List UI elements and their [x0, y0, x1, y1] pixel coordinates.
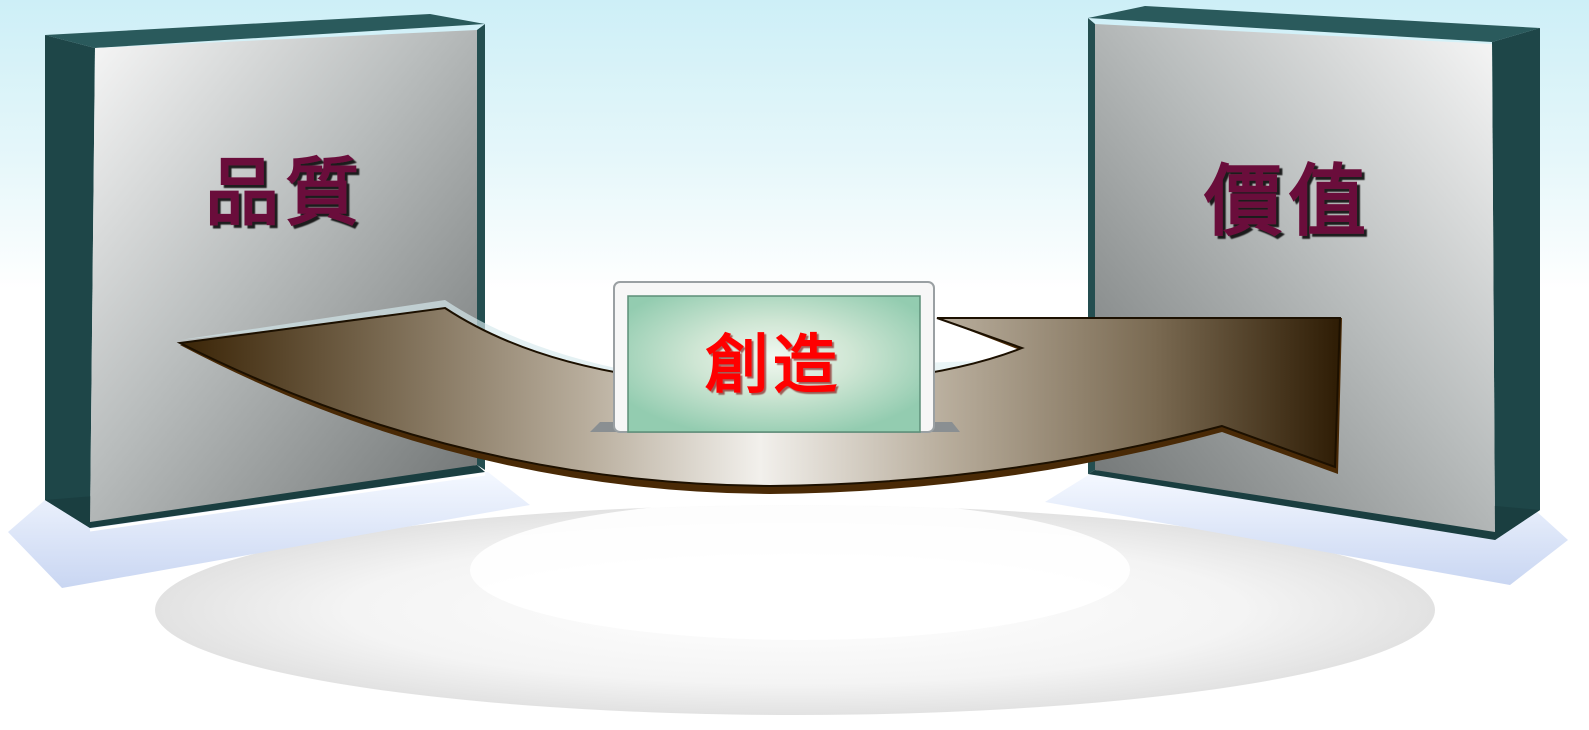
floor-inner-highlight	[470, 500, 1130, 640]
left-box	[8, 14, 530, 588]
center-card-label: 創造	[705, 328, 841, 403]
right-box-base	[1045, 474, 1568, 585]
left-box-label: 品質	[205, 150, 365, 236]
right-box	[1045, 6, 1568, 585]
right-box-label: 價值	[1203, 156, 1372, 247]
center-card	[590, 281, 960, 433]
left-box-face	[90, 30, 477, 522]
